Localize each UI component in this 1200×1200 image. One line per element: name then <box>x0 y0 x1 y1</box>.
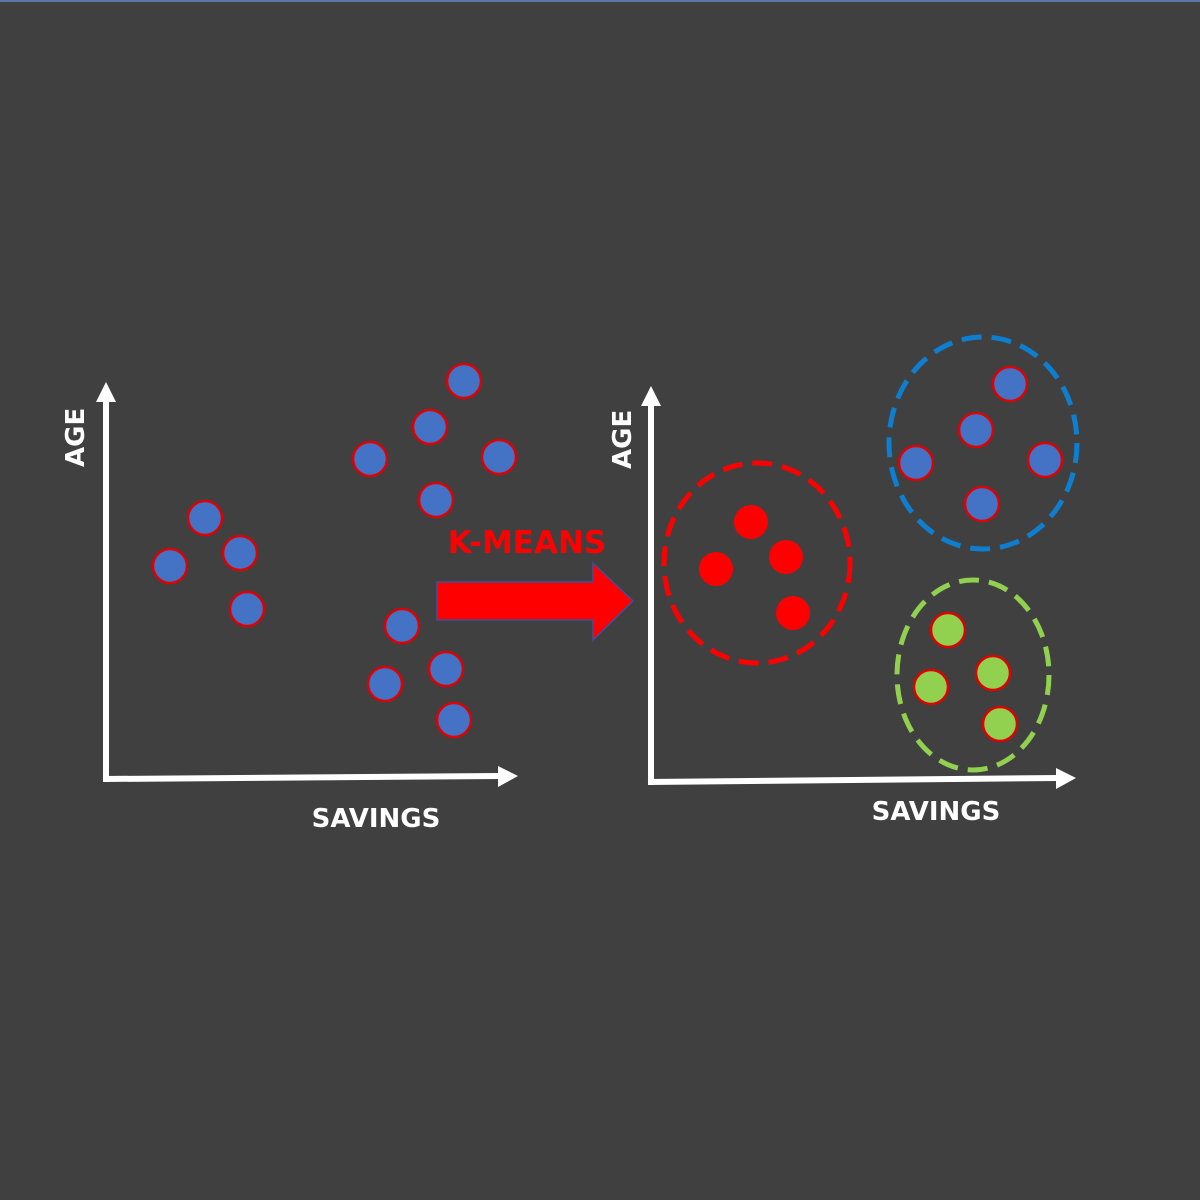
data-point <box>366 665 404 703</box>
data-point <box>776 596 810 630</box>
data-point <box>912 668 950 706</box>
window-top-border <box>0 0 1200 2</box>
data-point <box>228 590 266 628</box>
data-point <box>445 362 483 400</box>
right-clusters <box>661 334 1080 773</box>
data-point <box>699 552 733 586</box>
right-plot: AGE SAVINGS <box>608 334 1080 827</box>
data-point <box>427 650 465 688</box>
data-point <box>957 411 995 449</box>
data-point <box>991 365 1029 403</box>
data-point <box>1026 441 1064 479</box>
right-x-axis <box>647 768 1076 789</box>
arrowhead-right-icon <box>1056 768 1076 789</box>
arrowhead-right-icon <box>498 766 518 787</box>
kmeans-transition: K-MEANS <box>436 525 635 642</box>
left-y-axis <box>96 382 116 782</box>
blue-cluster <box>886 334 1080 552</box>
arrowhead-up-icon <box>641 386 661 406</box>
data-point <box>351 440 389 478</box>
data-point <box>897 444 935 482</box>
right-y-axis-label: AGE <box>608 410 638 469</box>
left-x-axis <box>102 766 518 787</box>
data-point <box>734 505 768 539</box>
left-x-axis-label: SAVINGS <box>312 804 441 834</box>
data-point <box>929 611 967 649</box>
data-point <box>981 705 1019 743</box>
data-point <box>435 701 473 739</box>
data-point <box>383 607 421 645</box>
data-point <box>186 499 224 537</box>
left-plot: AGE SAVINGS <box>61 362 518 834</box>
green-cluster <box>894 577 1052 773</box>
cluster-boundary <box>661 460 853 666</box>
right-x-axis-label: SAVINGS <box>872 797 1001 827</box>
data-point <box>221 534 259 572</box>
data-point <box>480 438 518 476</box>
left-data-points <box>151 362 518 739</box>
cluster-boundary <box>886 334 1080 552</box>
arrowhead-up-icon <box>96 382 116 402</box>
red-cluster <box>661 460 853 666</box>
data-point <box>151 547 189 585</box>
data-point <box>769 540 803 574</box>
cluster-boundary <box>894 577 1052 773</box>
right-arrow-icon <box>436 561 635 642</box>
data-point <box>417 481 455 519</box>
left-y-axis-label: AGE <box>61 408 91 467</box>
kmeans-label: K-MEANS <box>448 525 606 561</box>
right-y-axis <box>641 386 661 785</box>
data-point <box>411 408 449 446</box>
data-point <box>963 485 1001 523</box>
data-point <box>974 654 1012 692</box>
